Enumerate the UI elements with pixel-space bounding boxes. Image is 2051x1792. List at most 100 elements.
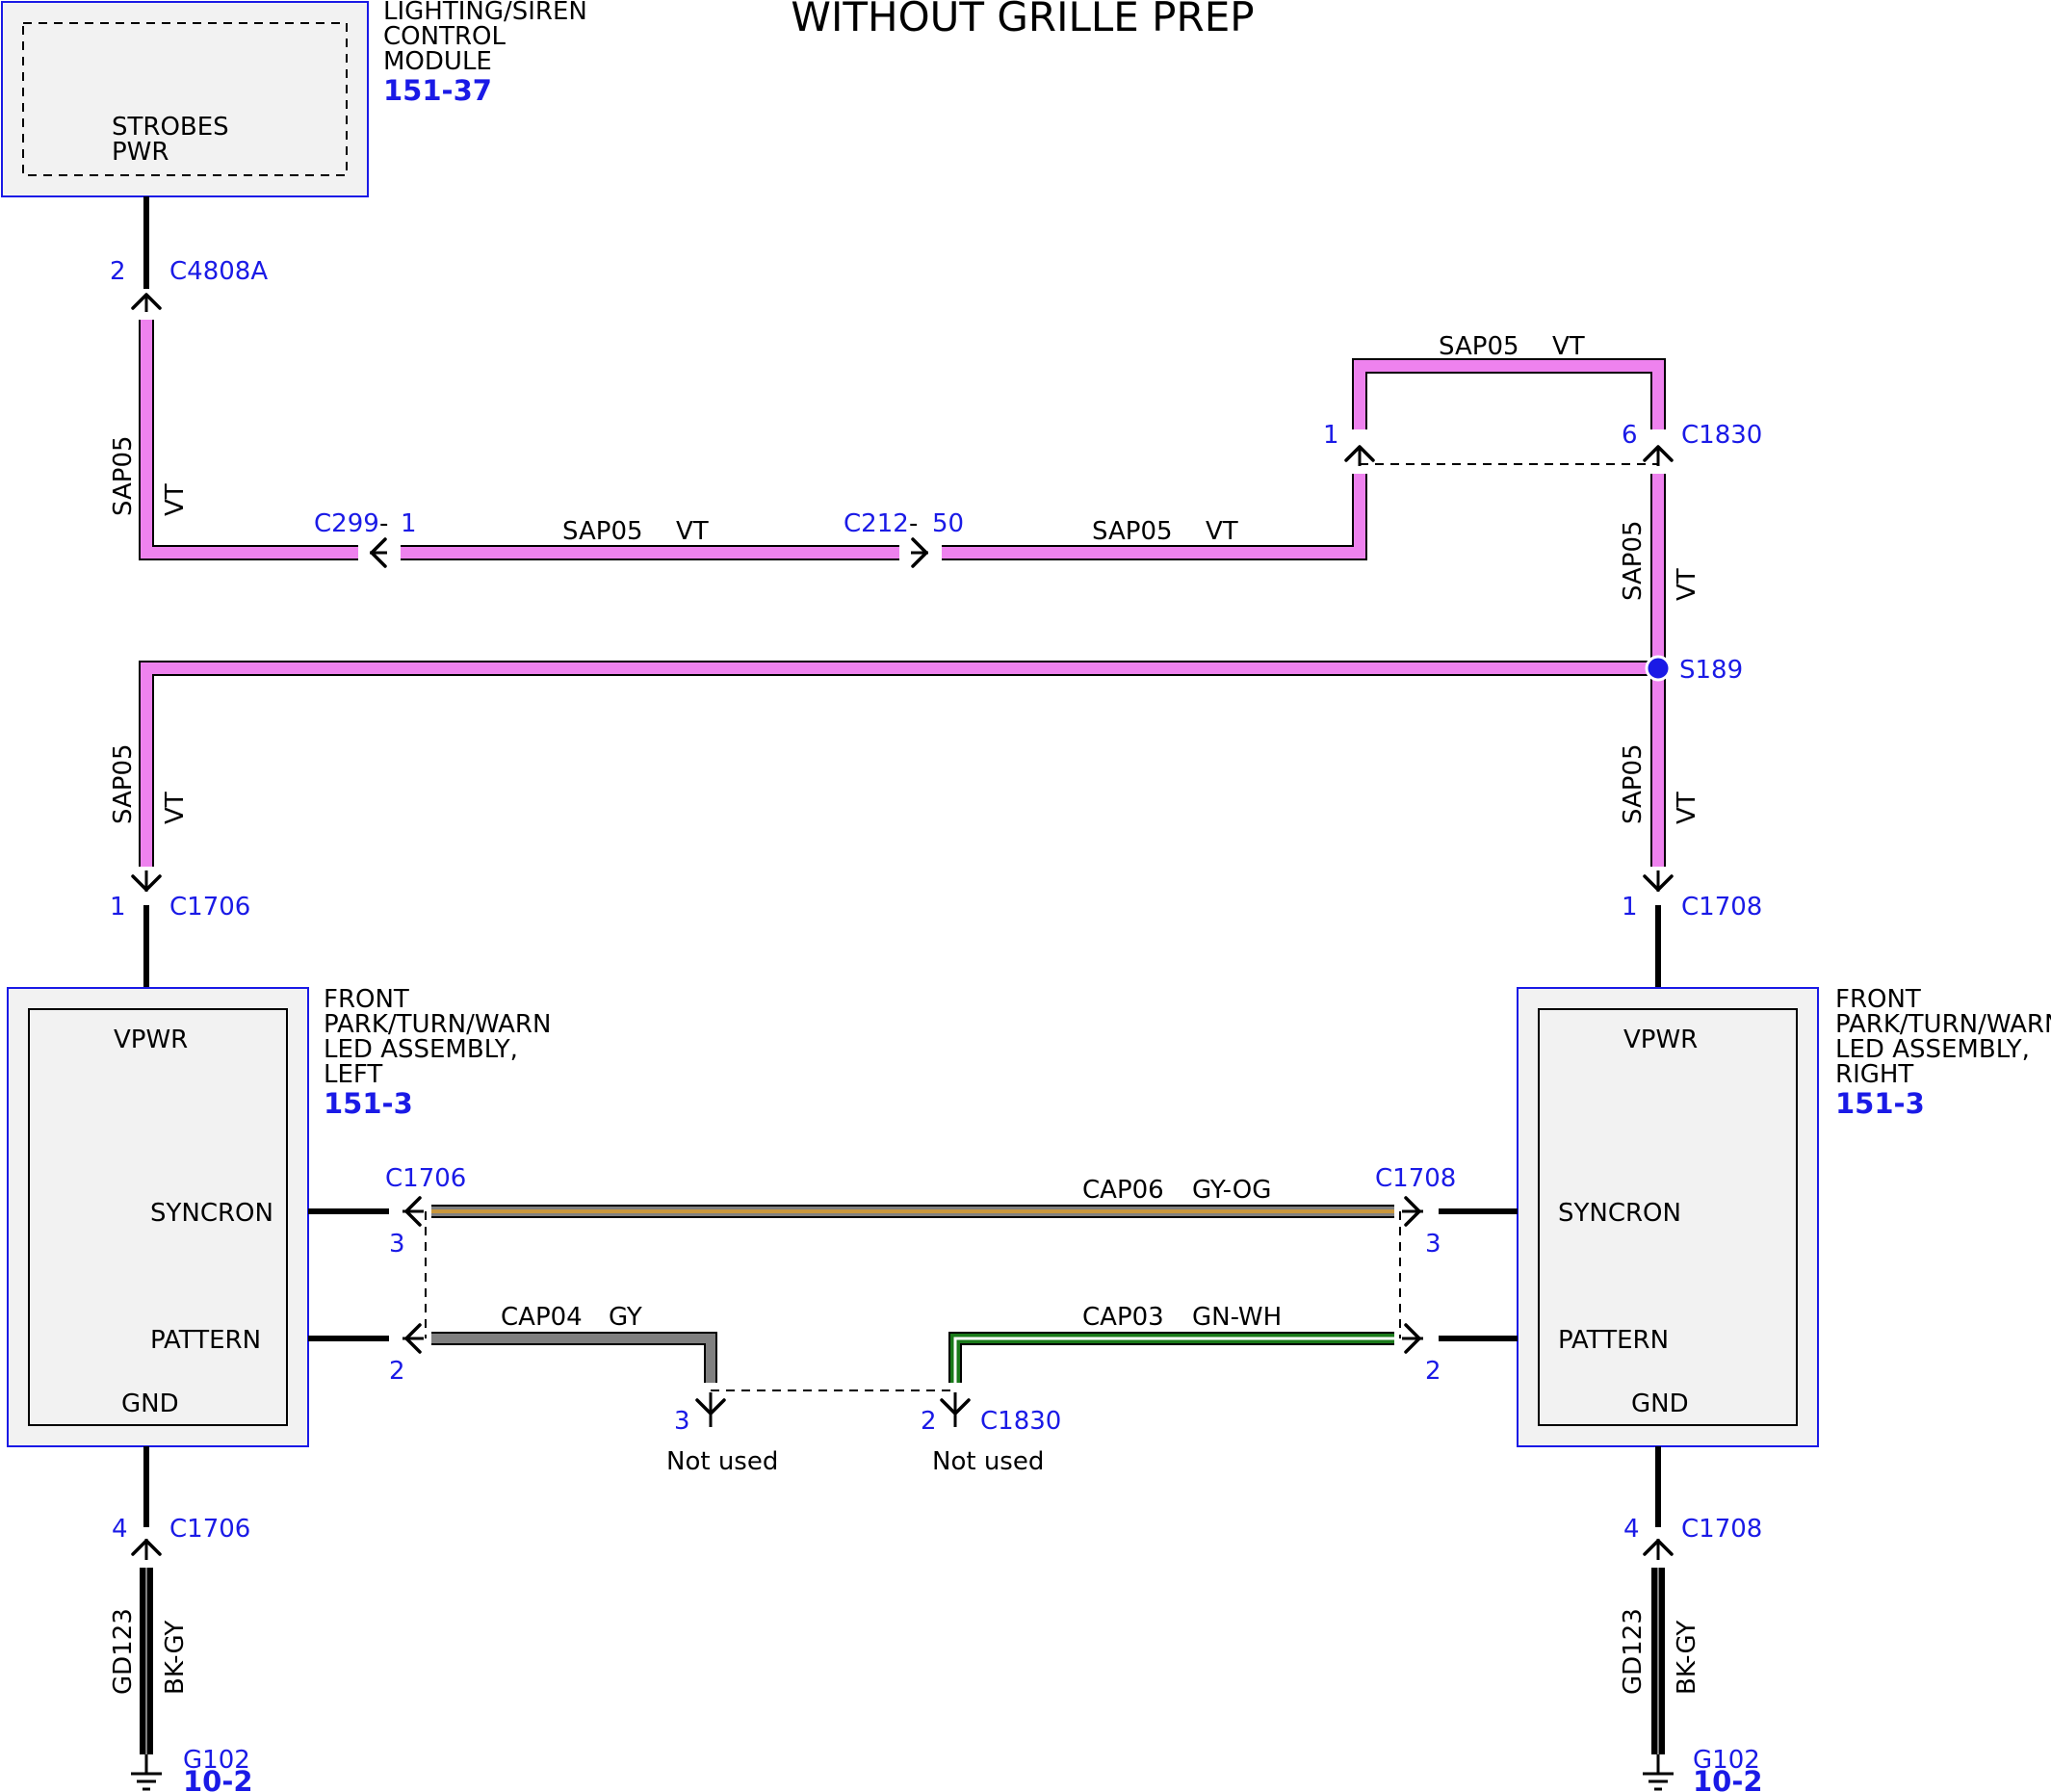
connector-c1830-top: 1 6 C1830 [1323,421,1762,466]
left-module-name-2: PARK/TURN/WARN [324,1010,551,1039]
connector-c1708-bottom: 4 C1708 [1623,1515,1762,1560]
gd123-color-label-left: BK-GY [161,1621,190,1695]
c1708-mid-pin-sync: 3 [1425,1230,1441,1259]
ground-right: G102 10-2 [1643,1746,1763,1792]
sap05-circuit-label-5: SAP05 [1619,520,1648,601]
diagram-title: WITHOUT GRILLE PREP [791,0,1254,40]
left-vpwr-pin: VPWR [114,1026,188,1054]
right-led-assembly: VPWR SYNCRON PATTERN GND FRONT PARK/TURN… [1517,985,2051,1447]
not-used-right: Not used [932,1447,1044,1476]
c299-pin: 1 [401,509,417,538]
right-module-ref: 151-3 [1835,1087,1925,1120]
c1830-bottom-pin-right: 2 [921,1407,937,1436]
sap05-circuit-label-4: SAP05 [1439,332,1519,361]
wire-sap05-loop [1352,358,1666,429]
connector-c1706-mid: C1706 3 2 [385,1164,466,1386]
c4808a-pin: 2 [110,257,126,286]
cap06-circuit-label: CAP06 [1082,1176,1164,1205]
c1706-top-name: C1706 [169,893,250,922]
cap06-color-label: GY-OG [1192,1176,1271,1205]
connector-c4808a: 2 C4808A [110,257,268,312]
right-module-name-3: LED ASSEMBLY, [1835,1035,2030,1064]
cap03-circuit-label: CAP03 [1082,1303,1164,1332]
sap05-color-label-2: VT [676,517,709,546]
c1708-bottom-pin: 4 [1623,1515,1640,1544]
right-syncron-pin: SYNCRON [1558,1199,1681,1228]
strobes-pwr-pin-label-2: PWR [112,138,169,167]
s189-name: S189 [1679,656,1743,685]
right-module-name-2: PARK/TURN/WARN [1835,1010,2051,1039]
c4808a-name: C4808A [169,257,268,286]
right-vpwr-pin: VPWR [1623,1026,1698,1054]
left-module-name-3: LED ASSEMBLY, [324,1035,518,1064]
right-module-name-4: RIGHT [1835,1060,1913,1089]
c1708-top-name: C1708 [1681,893,1762,922]
c1830-bottom-name: C1830 [980,1407,1061,1436]
lighting-module-name-1: LIGHTING/SIREN [383,0,587,26]
wire-cap03 [948,1332,1394,1383]
lighting-siren-control-module: STROBES PWR LIGHTING/SIREN CONTROL MODUL… [1,0,587,197]
c1708-mid-pin-pattern: 2 [1425,1357,1441,1386]
cap04-circuit-label: CAP04 [501,1303,583,1332]
sap05-color-label-7: VT [1673,792,1701,824]
c1706-mid-pin-pattern: 2 [389,1357,405,1386]
c1706-bottom-pin: 4 [112,1515,128,1544]
c1708-mid-name: C1708 [1375,1164,1456,1193]
c299-sep: - [379,509,388,538]
cap03-color-label: GN-WH [1192,1303,1282,1332]
c1830-top-name: C1830 [1681,421,1762,450]
connector-c1708-top: 1 C1708 [1622,870,1762,922]
g102-left-ref: 10-2 [183,1765,253,1792]
right-module-name-1: FRONT [1835,985,1921,1014]
lighting-module-name-2: CONTROL [383,22,506,51]
c299-name: C299 [314,509,379,538]
c1706-mid-pin-sync: 3 [389,1230,405,1259]
c1708-bottom-name: C1708 [1681,1515,1762,1544]
gd123-circuit-label-left: GD123 [109,1608,138,1695]
wire-sap05-top-run [139,320,1367,560]
cap04-color-label: GY [609,1303,642,1332]
sap05-circuit-label-6: SAP05 [109,743,138,824]
c1708-top-pin: 1 [1622,893,1638,922]
connector-c1708-mid: C1708 3 2 [1375,1164,1456,1386]
lighting-module-name-3: MODULE [383,47,492,76]
lighting-module-ref: 151-37 [383,74,492,107]
c1830-bottom-pin-left: 3 [674,1407,690,1436]
left-module-name-1: FRONT [324,985,409,1014]
left-led-assembly: VPWR SYNCRON PATTERN GND FRONT PARK/TURN… [7,985,551,1447]
g102-right-ref: 10-2 [1693,1765,1763,1792]
wire-cap04 [431,1332,717,1383]
c1830-top-pin-left: 1 [1323,421,1339,450]
sap05-circuit-label-2: SAP05 [562,517,643,546]
gd123-color-label-right: BK-GY [1673,1621,1701,1695]
connector-c1830-bottom: 3 2 C1830 Not used Not used [666,1389,1061,1476]
not-used-left: Not used [666,1447,778,1476]
strobes-pwr-pin-label: STROBES [112,113,229,142]
c212-name: C212 [844,509,909,538]
left-syncron-pin: SYNCRON [150,1199,273,1228]
sap05-circuit-label-1: SAP05 [109,435,138,516]
right-gnd-pin: GND [1631,1389,1689,1418]
left-module-name-4: LEFT [324,1060,382,1089]
splice-s189: S189 [1645,655,1743,685]
c1830-top-pin-right: 6 [1622,421,1638,450]
connector-c212: C212 - 50 [844,509,964,568]
c1706-mid-name: C1706 [385,1164,466,1193]
left-gnd-pin: GND [121,1389,179,1418]
sap05-color-label-6: VT [161,792,190,824]
sap05-color-label-3: VT [1206,517,1238,546]
c212-sep: - [909,509,918,538]
connector-c1706-top: 1 C1706 [110,870,250,922]
c1706-top-pin: 1 [110,893,126,922]
left-pattern-pin: PATTERN [150,1326,261,1355]
g102-right-name: G102 [1693,1746,1760,1775]
c1706-bottom-name: C1706 [169,1515,250,1544]
sap05-color-label-5: VT [1673,568,1701,601]
wire-sap05-s189-left [139,661,1658,867]
sap05-color-label-4: VT [1552,332,1585,361]
sap05-color-label-1: VT [161,483,190,516]
g102-left-name: G102 [183,1746,250,1775]
gd123-circuit-label-right: GD123 [1619,1608,1648,1695]
c212-pin: 50 [932,509,964,538]
